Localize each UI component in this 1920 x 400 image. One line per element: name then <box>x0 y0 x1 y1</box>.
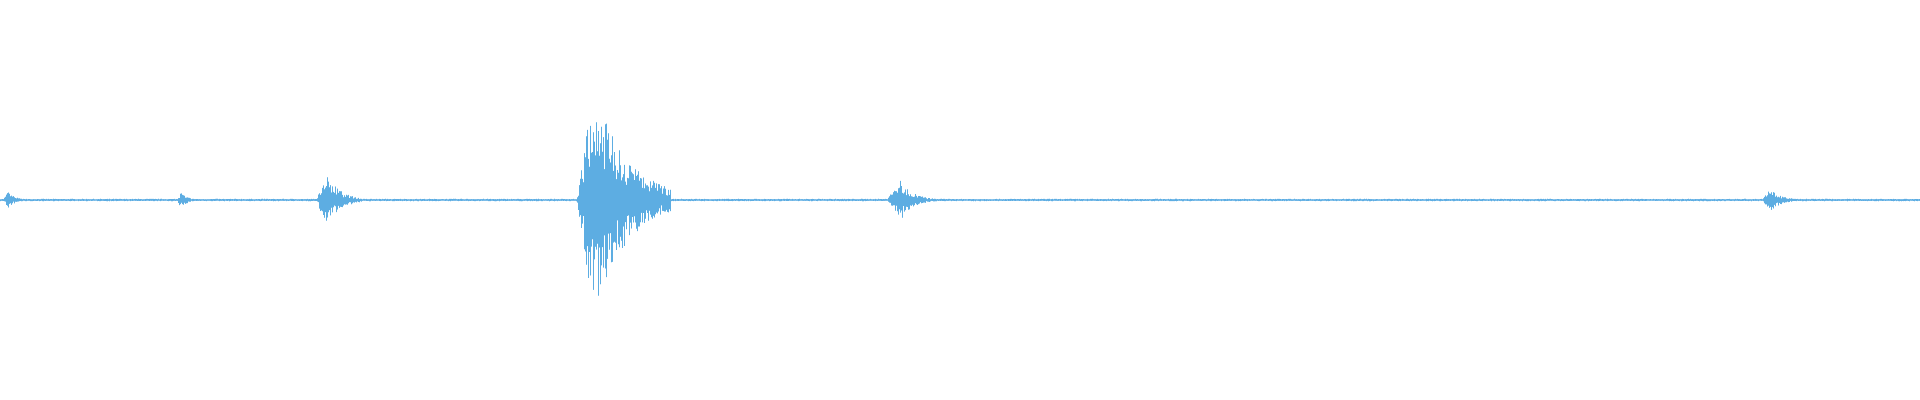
waveform-trace <box>0 122 1920 296</box>
waveform-amplitude <box>0 122 1920 296</box>
